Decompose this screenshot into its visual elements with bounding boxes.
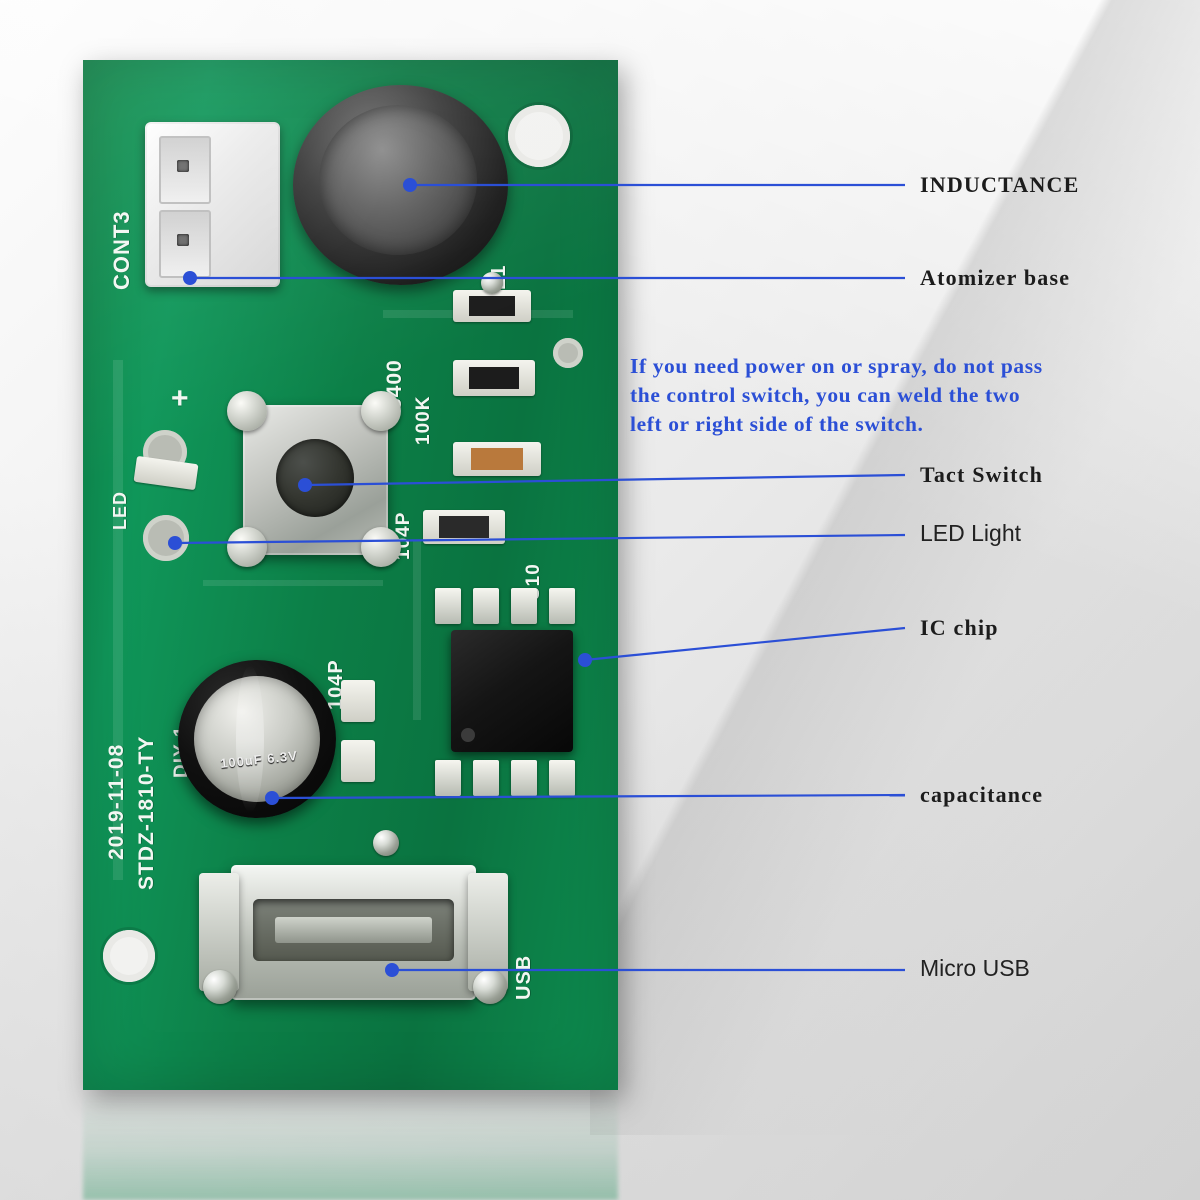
led-light-pad — [143, 515, 189, 561]
trace-low — [203, 580, 383, 586]
led-component — [133, 455, 199, 491]
silk-plus: + — [171, 382, 190, 415]
tact-leg-br — [361, 527, 401, 567]
ic-pad-b2 — [473, 760, 499, 796]
smd-104-body — [469, 367, 519, 389]
silk-board-model: STDZ-1810-TY — [135, 735, 158, 890]
tact-switch-component — [227, 391, 401, 567]
board-reflection — [83, 1090, 618, 1200]
pad-square-2 — [341, 740, 375, 782]
smd-101-body — [439, 516, 489, 538]
ic-pin1-dot — [461, 728, 475, 742]
ic-pad-t4 — [549, 588, 575, 624]
tact-leg-tl — [227, 391, 267, 431]
callout-label-tact-switch: Tact Switch — [920, 462, 1044, 487]
ic-pad-b3 — [511, 760, 537, 796]
note-line-2: the control switch, you can weld the two — [630, 383, 1021, 407]
usb-solder-right — [473, 970, 507, 1004]
background-shadow — [590, 0, 1200, 1135]
ic-pad-t1 — [435, 588, 461, 624]
mounting-hole-bottom-left — [103, 930, 155, 982]
pad-square-1 — [341, 680, 375, 722]
inductance-top-face — [319, 105, 477, 255]
solder-blob-2 — [481, 272, 503, 294]
line-ic-chip — [584, 626, 906, 662]
capacitance-stripe — [236, 666, 264, 812]
callout-label-capacitance: capacitance — [920, 782, 1044, 807]
micro-usb-connector — [199, 865, 508, 1000]
tact-leg-bl — [227, 527, 267, 567]
usb-port-tongue — [275, 917, 432, 943]
callout-label-inductance: INDUCTANCE — [920, 172, 1080, 197]
usb-solder-left — [203, 970, 237, 1004]
silk-board-date: 2019-11-08 — [105, 743, 128, 860]
connector-pin-1 — [177, 160, 189, 172]
silk-100k: 100K — [413, 395, 434, 445]
smd-resistor-tan-body — [471, 448, 523, 470]
instruction-note: If you need power on or spray, do not pa… — [630, 352, 1185, 439]
trace-left — [113, 360, 123, 880]
note-line-3: left or right side of the switch. — [630, 412, 924, 436]
solder-blob-1 — [373, 830, 399, 856]
ic-pad-b4 — [549, 760, 575, 796]
trace-mid — [413, 540, 421, 720]
silk-led: LED — [110, 491, 130, 530]
callout-label-atomizer-base: Atomizer base — [920, 265, 1071, 290]
smd-r0-body — [469, 296, 515, 316]
callout-label-micro-usb: Micro USB — [920, 955, 1030, 981]
tact-leg-tr — [361, 391, 401, 431]
callout-label-led-light: LED Light — [920, 520, 1022, 546]
connector-pin-2 — [177, 234, 189, 246]
silk-connector-label: CONT3 — [109, 210, 134, 290]
capacitance-component: 100uF 6.3V — [178, 660, 336, 818]
ic-pad-t3 — [511, 588, 537, 624]
ic-chip-component — [451, 630, 573, 752]
ic-pad-b1 — [435, 760, 461, 796]
via-pad-1 — [553, 338, 583, 368]
connector-slot-1 — [159, 136, 211, 204]
pcb-board: CONT3 L1 R0 3400 100K 104 104P 101 S10 L… — [83, 60, 618, 1090]
ic-pad-t2 — [473, 588, 499, 624]
callout-label-ic-chip: IC chip — [920, 615, 999, 640]
inductance-component — [293, 85, 508, 285]
capacitance-top-face — [194, 676, 320, 802]
note-line-1: If you need power on or spray, do not pa… — [630, 354, 1043, 378]
atomizer-base-connector — [145, 122, 280, 287]
tact-switch-button — [276, 439, 354, 517]
mounting-hole-top-right — [508, 105, 570, 167]
silk-usb-ref: USB — [513, 954, 535, 1000]
